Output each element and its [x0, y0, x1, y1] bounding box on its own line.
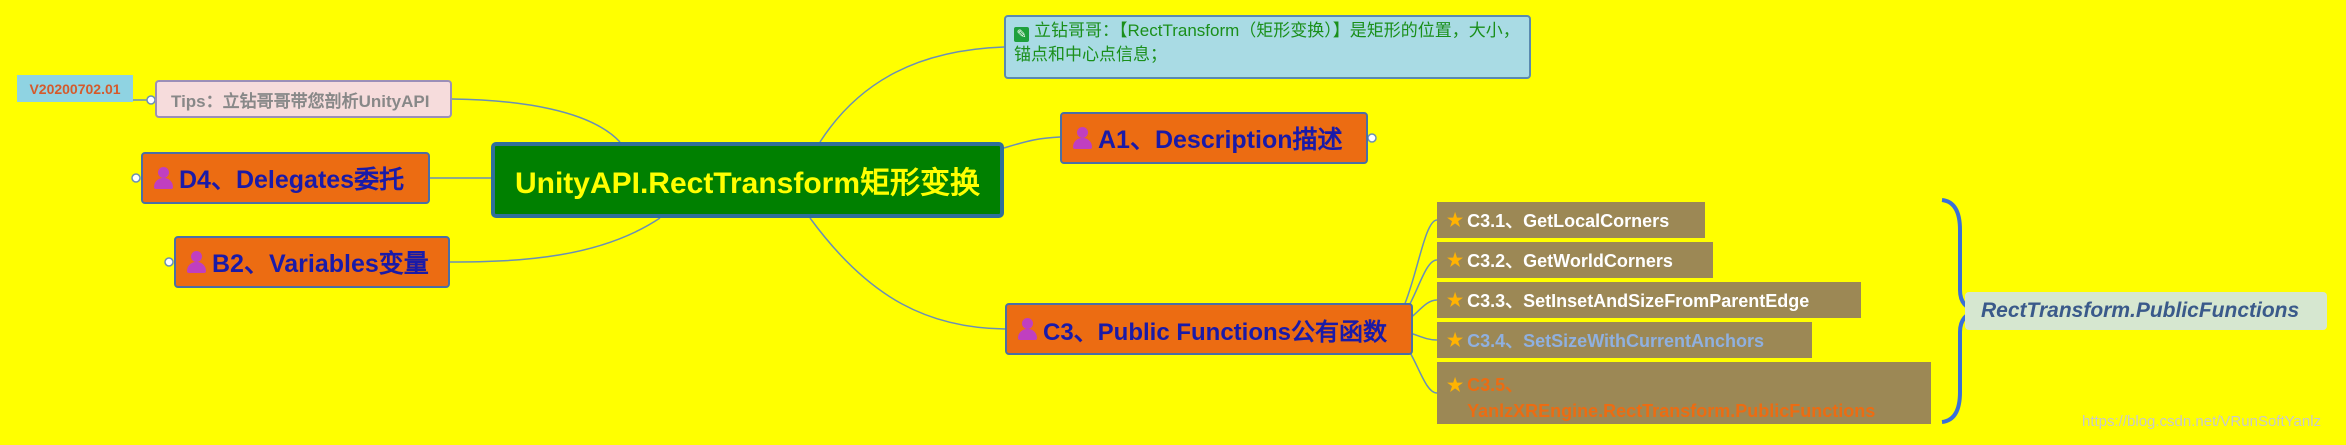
star-icon: ★: [1447, 209, 1464, 230]
link-root-a1: [1003, 136, 1061, 149]
tips-node[interactable]: Tips：立钻哥哥带您剖析UnityAPI: [155, 80, 452, 118]
branch-d4-label: D4、Delegates委托: [179, 166, 405, 194]
function-label-4: C3.4、SetSizeWithCurrentAnchors: [1467, 331, 1765, 351]
person-icon: [153, 166, 173, 190]
function-item-2[interactable]: ★ C3.2、GetWorldCorners: [1437, 242, 1713, 278]
description-note[interactable]: ✎立钻哥哥：【RectTransform（矩形变换）】是矩形的位置，大小，锚点和…: [1004, 15, 1531, 79]
expand-handle-a1: [1367, 133, 1377, 143]
watermark-text: https://blog.csdn.net/VRunSoftYanlz: [2082, 413, 2322, 430]
function-label-1: C3.1、GetLocalCorners: [1467, 211, 1670, 231]
function-item-1[interactable]: ★ C3.1、GetLocalCorners: [1437, 202, 1705, 238]
description-text: 立钻哥哥：【RectTransform（矩形变换）】是矩形的位置，大小，锚点和中…: [1014, 21, 1520, 64]
person-icon: [186, 250, 206, 274]
star-icon: ★: [1447, 249, 1464, 270]
pencil-icon: ✎: [1014, 27, 1029, 42]
branch-b2-label: B2、Variables变量: [212, 250, 429, 278]
link-root-c3: [809, 217, 1006, 330]
star-icon: ★: [1447, 289, 1464, 310]
link-root-b2: [449, 217, 661, 263]
branch-b2[interactable]: B2、Variables变量: [174, 236, 450, 288]
function-label-3: C3.3、SetInsetAndSizeFromParentEdge: [1467, 291, 1810, 311]
branch-d4[interactable]: D4、Delegates委托: [141, 152, 430, 204]
root-node[interactable]: UnityAPI.RectTransform矩形变换: [491, 142, 1004, 218]
branch-c3[interactable]: C3、Public Functions公有函数: [1005, 303, 1413, 355]
expand-handle-b2: [164, 257, 174, 267]
expand-handle-tips: [146, 95, 156, 105]
person-icon: [1072, 126, 1092, 150]
branch-a1[interactable]: A1、Description描述: [1060, 112, 1368, 164]
link-root-tips: [451, 98, 621, 143]
person-icon: [1017, 317, 1037, 341]
function-item-4[interactable]: ★ C3.4、SetSizeWithCurrentAnchors: [1437, 322, 1812, 358]
branch-c3-label: C3、Public Functions公有函数: [1043, 318, 1388, 346]
summary-text: RectTransform.PublicFunctions: [1981, 299, 2300, 322]
star-icon: ★: [1447, 375, 1464, 395]
tips-text: Tips：立钻哥哥带您剖析UnityAPI: [171, 91, 430, 111]
function-label-2: C3.2、GetWorldCorners: [1467, 251, 1673, 271]
version-text: V20200702.01: [29, 80, 121, 97]
function-label-5: C3.5、YanlzXREngine.RectTransform.PublicF…: [1467, 375, 1876, 421]
root-label: UnityAPI.RectTransform矩形变换: [514, 167, 981, 200]
star-icon: ★: [1447, 329, 1464, 350]
link-root-desc: [819, 46, 1005, 143]
summary-node[interactable]: RectTransform.PublicFunctions: [1965, 292, 2327, 330]
function-item-5[interactable]: ★ C3.5、YanlzXREngine.RectTransform.Publi…: [1437, 362, 1931, 424]
branch-a1-label: A1、Description描述: [1098, 126, 1343, 154]
version-tag[interactable]: V20200702.01: [17, 75, 133, 102]
function-item-3[interactable]: ★ C3.3、SetInsetAndSizeFromParentEdge: [1437, 282, 1861, 318]
expand-handle-d4: [131, 173, 141, 183]
